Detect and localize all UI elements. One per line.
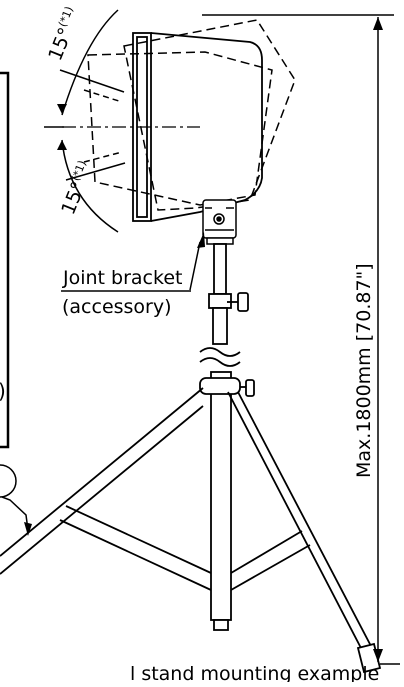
pole-break-marks: [199, 347, 241, 367]
angle-label-bottom: 15°(*1): [56, 158, 98, 217]
figure-caption: l stand mounting example: [130, 663, 379, 682]
left-edge-fragment: ): [0, 379, 6, 403]
angle-label-bottom-note: (*1): [69, 158, 89, 182]
angle-arcs: [44, 9, 126, 233]
angle-label-top-note: (*1): [56, 4, 76, 28]
tripod-legs: [0, 387, 373, 651]
height-label: Max.1800mm [70.87"]: [353, 263, 375, 478]
speaker-tilt-up: [123, 19, 296, 211]
upper-pole: [208, 243, 249, 345]
bracket-label-line2: (accessory): [62, 296, 172, 318]
angle-label-top: 15°(*1): [43, 4, 85, 63]
left-callout-leader: [0, 464, 32, 536]
height-dimension: [202, 14, 400, 665]
height-dimension-arrows: [373, 17, 383, 662]
bracket-label-line1: Joint bracket: [62, 267, 182, 289]
angle-label-bottom-value: 15°: [57, 178, 90, 217]
speaker-tilt-down: [87, 51, 273, 206]
joint-bracket: [202, 199, 237, 245]
angle-arrowheads: [57, 104, 67, 150]
left-partial-frame: [0, 71, 10, 449]
lower-pole: [199, 371, 255, 631]
bracket-callout: [189, 232, 205, 291]
angle-label-top-value: 15°: [44, 24, 77, 63]
